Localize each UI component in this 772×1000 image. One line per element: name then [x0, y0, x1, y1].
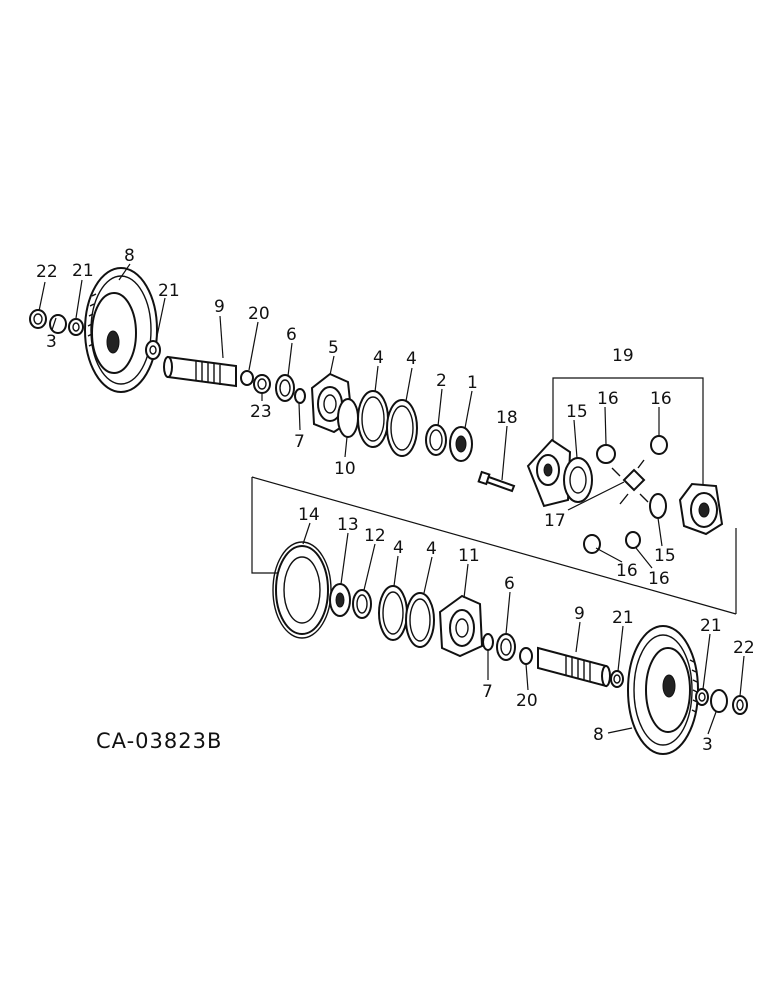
callout-labels: 22 21 8 21 3 9 20 6 5 4 4 23 7 10 2 1 18… [36, 246, 755, 755]
part-spacer [695, 688, 709, 706]
part-bearing [49, 314, 67, 334]
callout-7: 7 [294, 432, 305, 452]
part-snap-ring [294, 388, 306, 404]
callout-1: 1 [467, 373, 478, 393]
callout-7: 7 [482, 682, 493, 702]
callout-22: 22 [733, 638, 755, 658]
callout-4: 4 [393, 538, 404, 558]
callout-11: 11 [458, 546, 480, 566]
callout-23: 23 [250, 402, 272, 422]
group-bracket [552, 377, 704, 494]
part-cap [29, 309, 47, 329]
part-cap [732, 695, 748, 715]
callout-14: 14 [298, 505, 320, 525]
part-differential-case-half [678, 482, 724, 536]
callout-8: 8 [593, 725, 604, 745]
callout-3: 3 [702, 735, 713, 755]
leader-lines [38, 263, 745, 735]
part-pinion-gear [596, 444, 616, 464]
callout-22: 22 [36, 262, 58, 282]
callout-21: 21 [700, 616, 722, 636]
callout-20: 20 [516, 691, 538, 711]
part-ring [240, 370, 254, 386]
part-ring [519, 647, 533, 665]
callout-18: 18 [496, 408, 518, 428]
callout-15: 15 [566, 402, 588, 422]
callout-4: 4 [406, 349, 417, 369]
figure-code: CA-03823B [96, 729, 222, 753]
part-bearing [496, 633, 516, 661]
callout-20: 20 [248, 304, 270, 324]
callout-8: 8 [124, 246, 135, 266]
differential-group [526, 377, 724, 554]
part-side-gear [649, 493, 667, 519]
callout-19: 19 [612, 346, 634, 366]
part-housing [438, 594, 484, 658]
part-bearing-cup [425, 424, 447, 456]
part-bearing [710, 689, 728, 713]
part-washer [145, 340, 161, 360]
part-splined-shaft [537, 646, 611, 688]
part-washer [610, 670, 624, 688]
callout-5: 5 [328, 338, 339, 358]
callout-16: 16 [597, 389, 619, 409]
part-spider [611, 459, 649, 505]
part-bearing [275, 374, 295, 402]
callout-15: 15 [654, 546, 676, 566]
part-ring [337, 398, 359, 438]
part-ring-gear [272, 541, 332, 639]
callout-17: 17 [544, 511, 566, 531]
callout-9: 9 [574, 604, 585, 624]
callout-4: 4 [426, 539, 437, 559]
callout-13: 13 [337, 515, 359, 535]
part-bolt [477, 470, 516, 493]
part-pinion-gear [650, 435, 668, 455]
callout-16: 16 [648, 569, 670, 589]
callout-9: 9 [214, 297, 225, 317]
assembly-connector-line [251, 476, 737, 615]
upper-assembly [29, 267, 516, 493]
part-bearing-cup [352, 589, 372, 619]
callout-21: 21 [612, 608, 634, 628]
callout-4: 4 [373, 348, 384, 368]
part-large-gear [84, 267, 158, 393]
part-splined-shaft [163, 355, 237, 388]
callout-21: 21 [158, 281, 180, 301]
part-large-gear [627, 625, 699, 755]
callout-21: 21 [72, 261, 94, 281]
callout-16: 16 [616, 561, 638, 581]
part-shim [386, 399, 418, 457]
callout-6: 6 [286, 325, 297, 345]
assembly-connector-line [251, 477, 282, 574]
callout-16: 16 [650, 389, 672, 409]
callout-10: 10 [334, 459, 356, 479]
callout-3: 3 [46, 332, 57, 352]
lower-assembly [272, 541, 748, 755]
callout-2: 2 [436, 371, 447, 391]
part-pinion-gear [583, 534, 601, 554]
part-ring [253, 374, 271, 394]
callout-6: 6 [504, 574, 515, 594]
part-snap-ring [482, 633, 494, 651]
part-spacer [68, 318, 84, 336]
part-pinion-gear [625, 531, 641, 549]
part-side-gear [563, 457, 593, 503]
callout-12: 12 [364, 526, 386, 546]
